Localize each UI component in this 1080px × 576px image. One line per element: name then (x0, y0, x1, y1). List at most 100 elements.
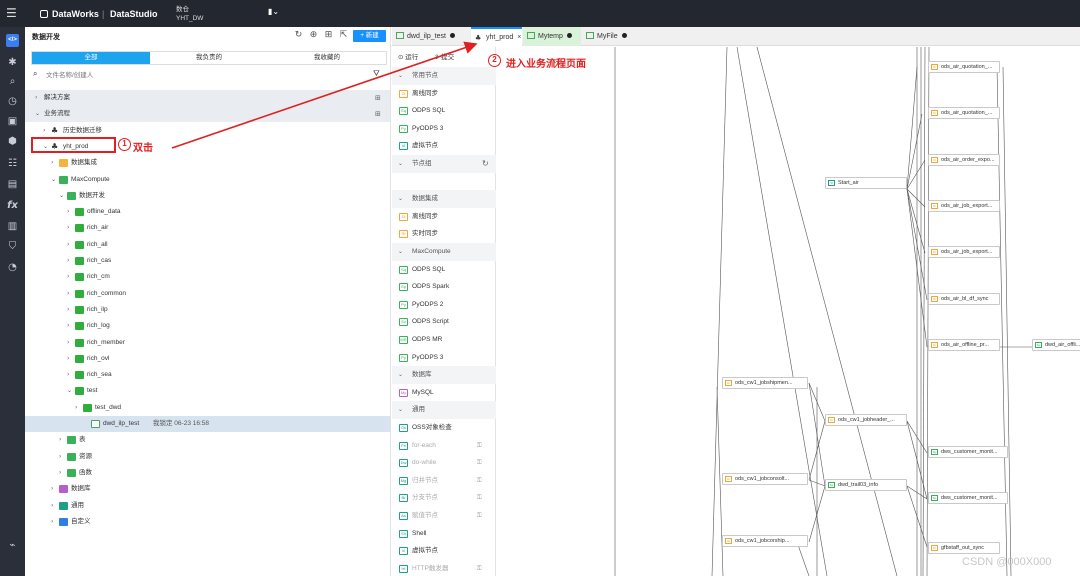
tree-row[interactable]: ›rich_ovl (25, 351, 390, 367)
chevron-down-icon[interactable]: ⌄ (398, 406, 404, 414)
close-icon[interactable]: × (517, 34, 522, 41)
node-group-header[interactable]: ⌄常用节点 (392, 67, 496, 85)
chevron-down-icon[interactable]: ⌄ (43, 142, 49, 150)
tree-row[interactable]: ⌄♣yht_prod (25, 139, 390, 155)
tree-row[interactable]: ›offline_data (25, 204, 390, 220)
tab-all[interactable]: 全部 (32, 52, 150, 64)
chevron-right-icon[interactable]: › (67, 305, 70, 313)
locate-icon[interactable]: ⊕ (309, 30, 318, 40)
tree-row[interactable]: ⌄数据开发 (25, 188, 390, 204)
tree-row[interactable]: ›♣历史数据迁移 (25, 123, 390, 139)
workspace-selector[interactable]: 数仓 YHT_DW (176, 5, 203, 23)
chevron-right-icon[interactable]: › (59, 468, 62, 476)
editor-tab[interactable]: MyFile (582, 27, 634, 46)
clock-icon[interactable]: ◷ (8, 96, 17, 107)
chevron-down-icon[interactable]: ⌄ (35, 110, 41, 118)
chevron-right-icon[interactable]: › (59, 452, 62, 460)
chevron-right-icon[interactable]: › (43, 126, 46, 134)
fx-icon[interactable]: fx (7, 200, 18, 211)
node-group-header[interactable]: ⌄数据库 (392, 366, 496, 384)
menu-icon[interactable]: ☰ (6, 6, 17, 20)
chevron-right-icon[interactable]: › (67, 322, 70, 330)
data-development-icon[interactable]: </> (6, 34, 19, 47)
search-input[interactable] (46, 69, 366, 81)
node-group-header[interactable]: ⌄MaxCompute (392, 243, 496, 261)
tree-row[interactable]: ›rich_sea (25, 367, 390, 383)
table-icon[interactable]: ▤ (7, 179, 18, 190)
briefcase-icon[interactable]: ▣ (7, 116, 18, 127)
chevron-right-icon[interactable]: › (67, 257, 70, 264)
tree-row[interactable]: ›资源 (25, 449, 390, 465)
tree-row[interactable]: ⌄test (25, 383, 390, 399)
tree-row[interactable]: ›表 (25, 432, 390, 448)
chevron-right-icon[interactable]: › (51, 501, 54, 509)
chevron-down-icon[interactable]: ⌄ (398, 248, 404, 255)
tree-row[interactable]: ›数据库 (25, 481, 390, 497)
grid-view-icon[interactable]: ⊞ (375, 94, 381, 102)
tree-row[interactable]: ›函数 (25, 465, 390, 481)
tree-row[interactable]: ›通用 (25, 498, 390, 514)
export-icon[interactable]: ⇱ (339, 30, 348, 40)
tree-row[interactable]: ⌄业务流程⊞ (25, 106, 390, 123)
chevron-right-icon[interactable]: › (67, 240, 70, 248)
run-button[interactable]: ⊙ 运行 (398, 50, 418, 65)
chevron-right-icon[interactable]: › (59, 436, 62, 444)
tree-row[interactable]: ›rich_all (25, 237, 390, 253)
import-icon[interactable]: ⊞ (324, 30, 333, 40)
tab-favorites[interactable]: 我收藏的 (314, 54, 340, 61)
chart-icon[interactable]: ⌁ (9, 540, 16, 551)
chevron-right-icon[interactable]: › (51, 485, 54, 493)
chevron-right-icon[interactable]: › (67, 354, 70, 362)
chevron-down-icon[interactable]: ⌄ (51, 175, 57, 183)
chevron-down-icon[interactable]: ⌄ (398, 371, 404, 379)
tree-row[interactable]: ›rich_air (25, 220, 390, 236)
new-button[interactable]: + 新建 (353, 30, 386, 42)
chevron-right-icon[interactable]: › (67, 208, 70, 216)
chevron-down-icon[interactable]: ⌄ (59, 191, 65, 199)
chevron-right-icon[interactable]: › (67, 273, 70, 281)
node-group-header[interactable]: ⌄节点组↻ (392, 155, 496, 173)
node-group-header[interactable]: ⌄通用 (392, 401, 496, 419)
editor-tab[interactable]: dwd_ilp_test (392, 27, 470, 46)
bookmark-icon[interactable]: ▮⌄ (268, 7, 280, 16)
tree-row[interactable]: ›rich_cas (25, 253, 390, 269)
chevron-right-icon[interactable]: › (67, 371, 70, 379)
chevron-right-icon[interactable]: › (51, 517, 54, 525)
chevron-right-icon[interactable]: › (67, 338, 70, 346)
tree-row[interactable]: ›rich_common (25, 286, 390, 302)
tree-row[interactable]: ›test_dwd (25, 400, 390, 416)
editor-tab[interactable]: ♣yht_prod× (471, 27, 522, 46)
